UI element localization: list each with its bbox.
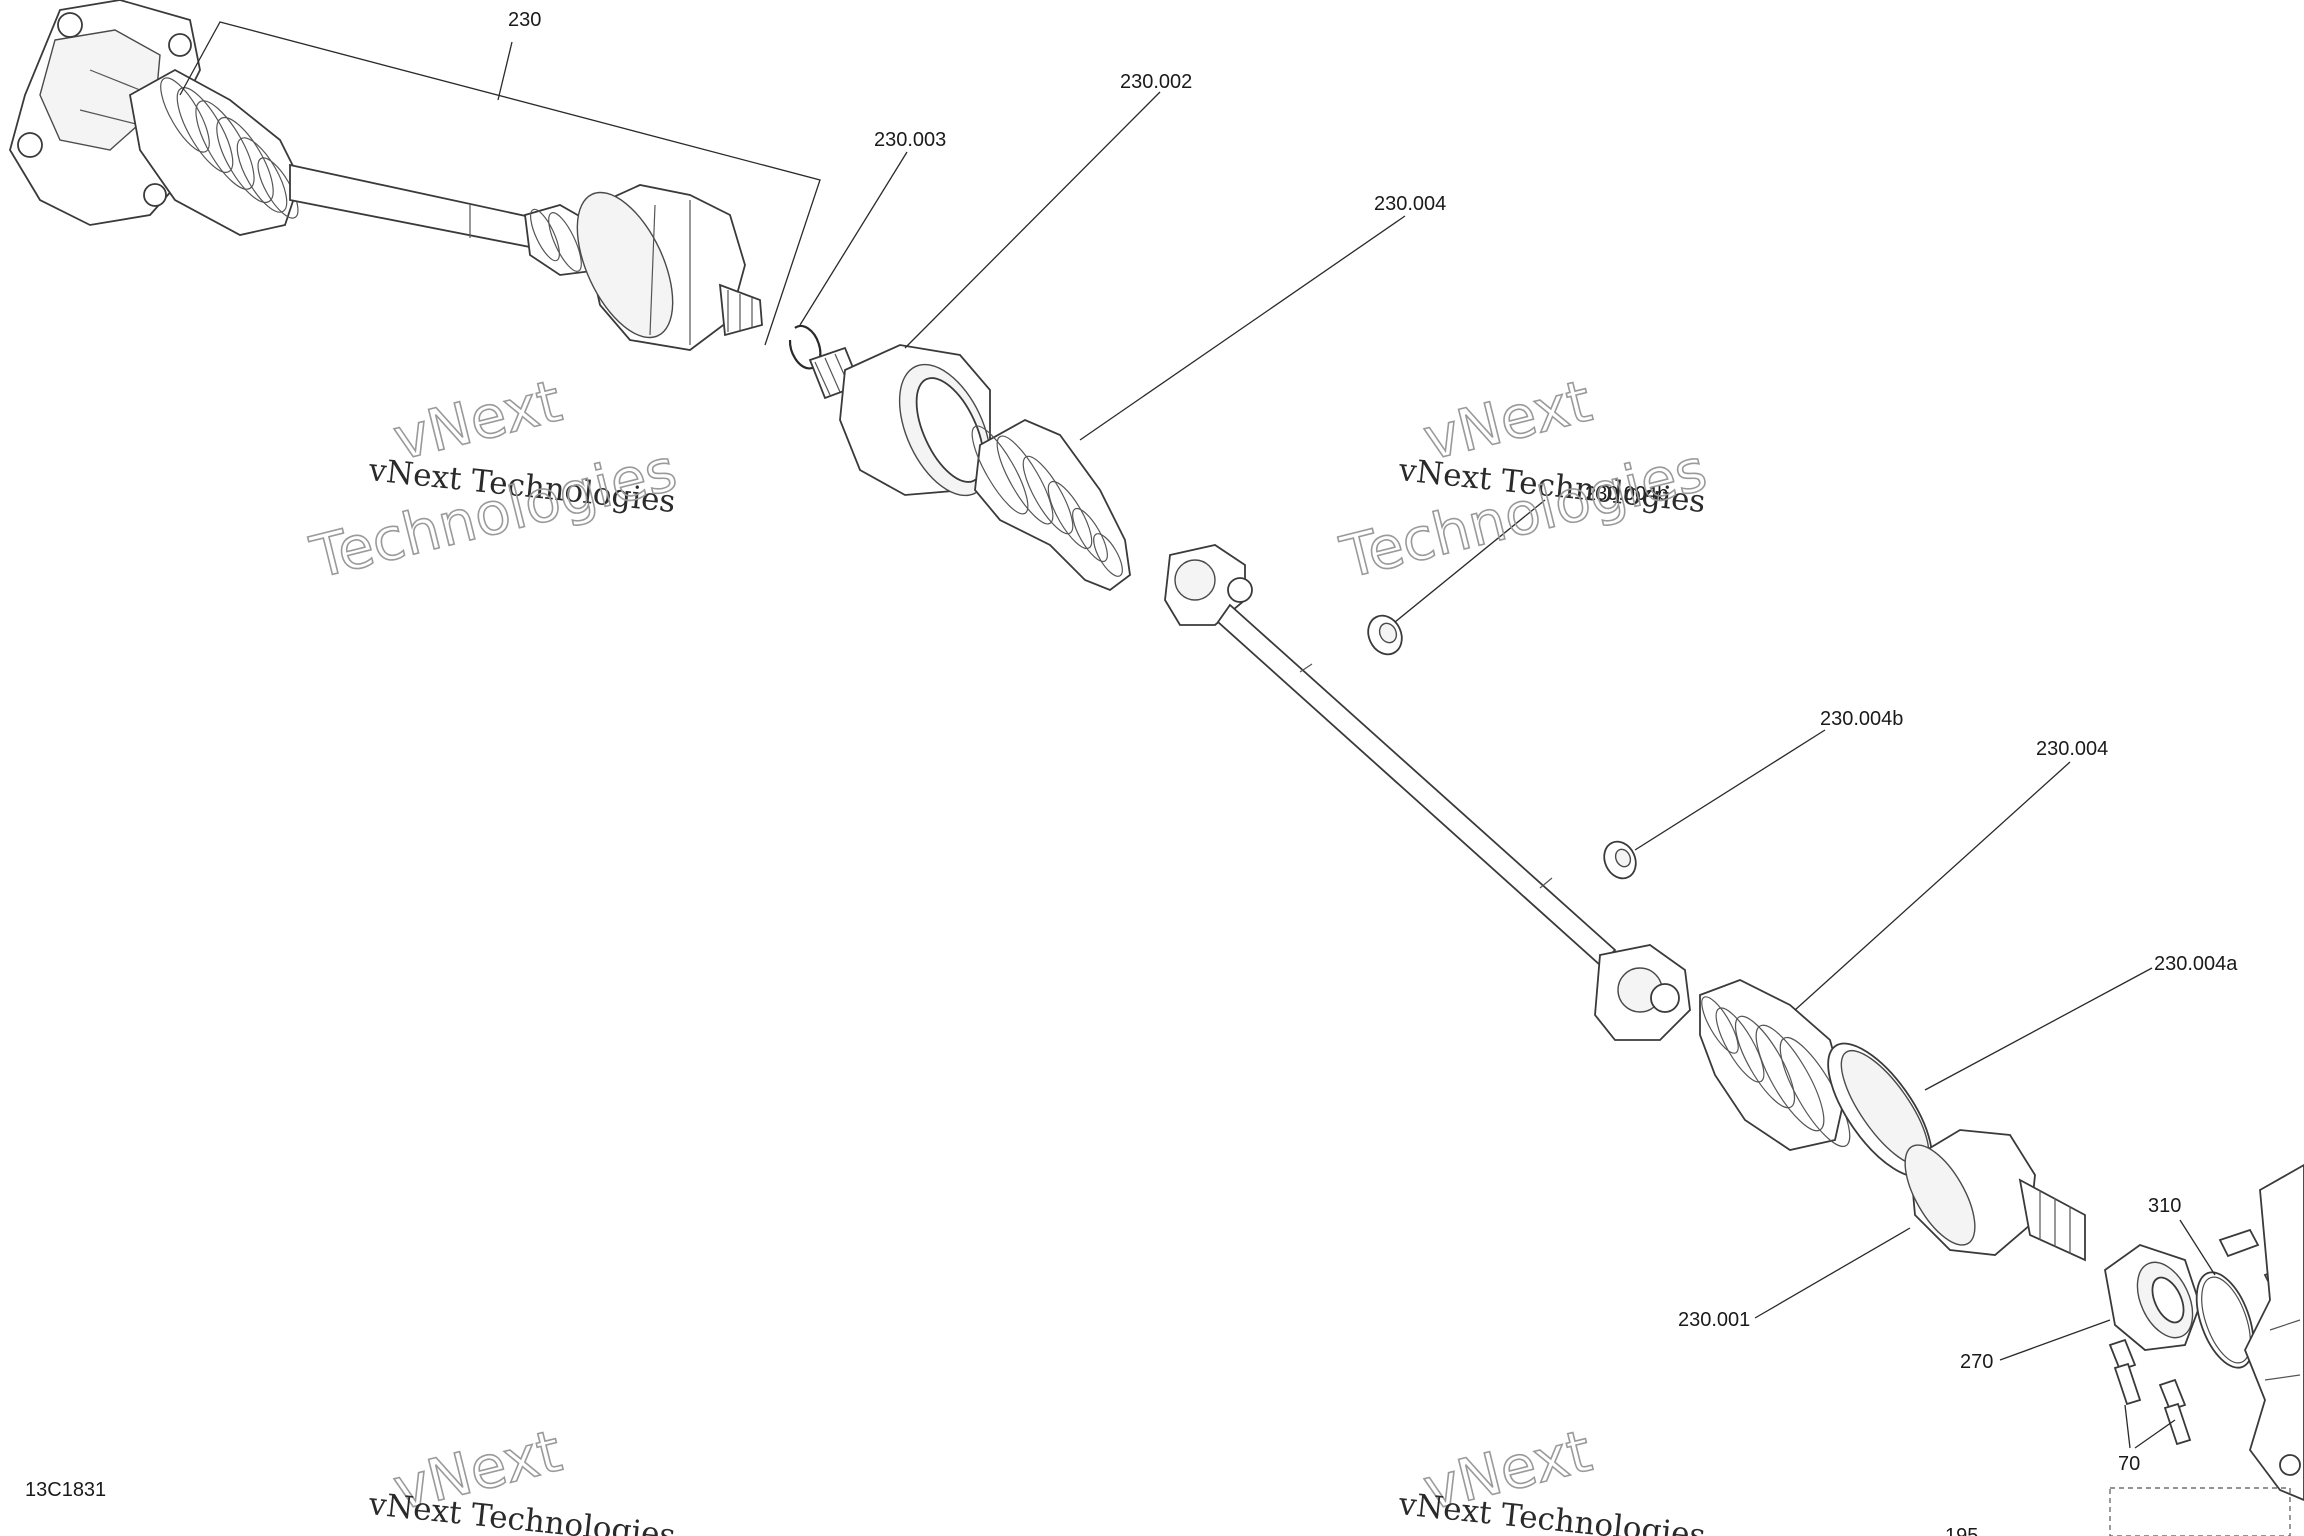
watermark-top-right: vNext vNext Technologies Technologies [1333, 366, 1714, 593]
assembled-outer-cv-boot [128, 68, 301, 236]
nut-230-004b-mid [1603, 840, 1637, 880]
callout-270: 270 [1960, 1351, 1993, 1373]
callout-230-004a: 230.004a [2154, 953, 2238, 975]
inner-housing-230-002 [808, 344, 992, 497]
boot-230-004-top [971, 418, 1131, 592]
callout-230-004-top: 230.004 [1374, 193, 1446, 215]
drawing-code: 13C1831 [25, 1479, 106, 1501]
callout-230-003: 230.003 [874, 129, 946, 151]
watermark-outline-technologies: Technologies [304, 435, 683, 591]
watermark-top-left: vNext vNext Technologies Technologies [303, 366, 684, 593]
watermark-bottom-left: vNext vNext Technologies [366, 1416, 677, 1536]
retaining-ring-310 [2195, 1271, 2255, 1369]
nut-230-004b-top [1367, 614, 1403, 656]
callout-230-004-mid: 230.004 [2036, 738, 2108, 760]
callout-310: 310 [2148, 1195, 2181, 1217]
callout-195: 195 [1945, 1525, 1978, 1536]
watermark-bottom-right: vNext vNext Technologies [1396, 1416, 1707, 1536]
leader-lines [179, 21, 2216, 1449]
callout-230-002: 230.002 [1120, 71, 1192, 93]
callout-230-001: 230.001 [1678, 1309, 1750, 1331]
outer-cv-joint-230-001 [1904, 1129, 2086, 1262]
callout-230-004b: 230.004b [1820, 708, 1903, 730]
callout-230: 230 [508, 9, 541, 31]
watermark-outline-technologies: Technologies [1334, 435, 1713, 591]
boot-230-004-mid [1699, 979, 1851, 1151]
assembled-inner-joint-boot [524, 184, 763, 351]
right-knuckle [2244, 1163, 2304, 1501]
reference-box [2109, 1487, 2291, 1536]
center-halfshaft [1164, 544, 1691, 1041]
callout-230-004b-top: 230.004b [1585, 483, 1668, 505]
callout-labels: 230 230.003 230.002 230.004 230.004b 230… [25, 9, 2238, 1536]
left-hub-housing [9, 0, 201, 226]
callout-70: 70 [2118, 1453, 2140, 1475]
assembled-shaft [289, 163, 536, 250]
wheel-bearing-270 [2104, 1244, 2201, 1351]
